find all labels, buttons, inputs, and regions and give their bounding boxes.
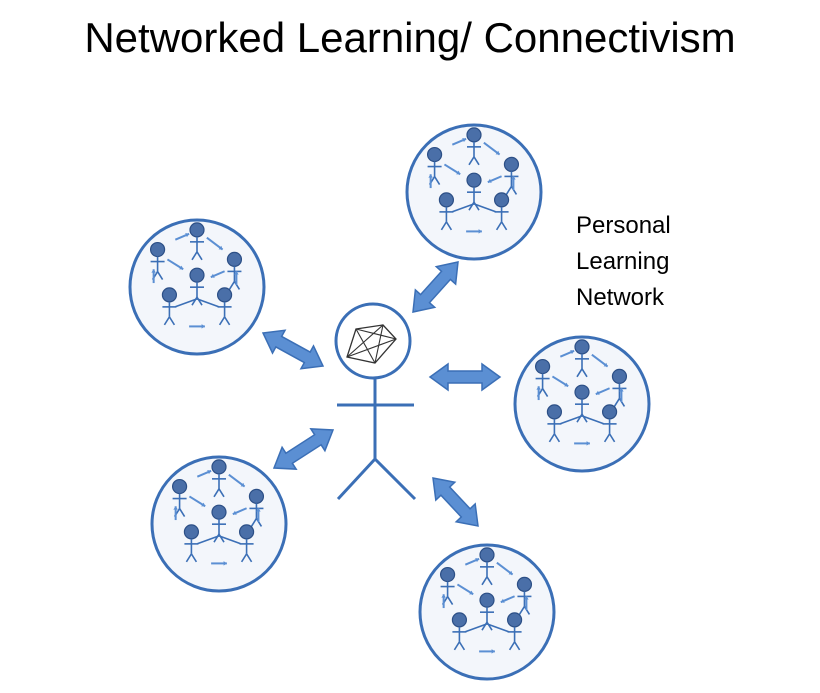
network-member-icon	[611, 368, 628, 407]
personal-learning-network-label: Personal Learning Network	[576, 208, 671, 316]
connection-arrow-icon	[451, 137, 467, 146]
connection-arrow-icon	[173, 506, 178, 521]
network-member-icon	[506, 612, 523, 651]
network-circle-1	[405, 123, 543, 261]
connection-arrow-icon	[511, 176, 516, 191]
connection-arrow-icon	[464, 557, 480, 566]
connection-arrow-icon	[189, 324, 205, 329]
connection-arrow-icon	[166, 258, 184, 271]
connection-arrow-icon	[441, 594, 446, 609]
connection-arrow-icon	[210, 270, 225, 279]
network-circle-5	[418, 543, 556, 681]
connection-arrow-icon	[496, 561, 514, 576]
network-member-icon	[211, 504, 227, 543]
connection-arrow-icon	[591, 353, 609, 368]
double-arrow-4	[272, 427, 335, 471]
network-circle-3	[513, 335, 651, 473]
learner-head	[334, 302, 412, 380]
connection-arrow-icon	[559, 349, 575, 358]
network-circle-4	[150, 455, 288, 593]
label-line-3: Network	[576, 284, 665, 311]
connection-arrow-icon	[188, 495, 206, 508]
connection-arrow-icon	[483, 141, 501, 156]
connection-arrow-icon	[232, 507, 247, 516]
network-member-icon	[238, 524, 255, 563]
network-member-icon	[534, 358, 551, 397]
double-arrow-3	[428, 362, 502, 392]
network-member-icon	[189, 267, 205, 306]
double-arrow-2	[261, 329, 325, 370]
connection-arrow-icon	[174, 232, 190, 241]
network-member-icon	[516, 576, 533, 615]
connection-arrow-icon	[196, 469, 212, 478]
network-member-icon	[226, 251, 243, 290]
network-member-icon	[189, 222, 205, 261]
brain-network-icon	[346, 324, 397, 364]
connection-arrow-icon	[234, 271, 239, 286]
connection-arrow-icon	[487, 175, 502, 184]
connection-arrow-icon	[551, 375, 569, 388]
network-member-icon	[574, 384, 590, 423]
network-member-icon	[216, 287, 233, 326]
network-member-icon	[546, 404, 563, 443]
network-member-icon	[493, 192, 510, 231]
network-circle-2	[128, 218, 266, 356]
connection-arrow-icon	[466, 229, 482, 234]
network-member-icon	[426, 146, 443, 185]
label-line-1: Personal	[576, 212, 671, 239]
connection-arrow-icon	[428, 174, 433, 189]
network-member-icon	[479, 547, 495, 586]
learner-right-leg	[373, 457, 417, 501]
connection-arrow-icon	[500, 595, 515, 604]
connection-arrow-icon	[206, 236, 224, 251]
network-member-icon	[161, 287, 178, 326]
connection-arrow-icon	[228, 473, 246, 488]
network-member-icon	[601, 404, 618, 443]
network-member-icon	[149, 241, 166, 280]
connection-arrow-icon	[211, 561, 227, 566]
connection-arrow-icon	[574, 441, 590, 446]
network-member-icon	[503, 156, 520, 195]
label-line-2: Learning	[576, 248, 670, 275]
learner-left-leg	[336, 457, 377, 501]
connection-arrow-icon	[151, 269, 156, 284]
diagram-title: Networked Learning/ Connectivism	[84, 14, 736, 61]
network-member-icon	[171, 478, 188, 517]
network-member-icon	[439, 566, 456, 605]
network-member-icon	[248, 488, 265, 527]
network-member-icon	[466, 127, 482, 166]
connection-arrow-icon	[256, 508, 261, 523]
connection-arrow-icon	[619, 388, 624, 403]
connection-arrow-icon	[595, 387, 610, 396]
network-member-icon	[574, 339, 590, 378]
connection-arrow-icon	[443, 163, 461, 176]
double-arrow-1	[412, 261, 459, 313]
network-member-icon	[438, 192, 455, 231]
double-arrow-5	[432, 477, 479, 527]
connection-arrow-icon	[536, 386, 541, 401]
central-learner	[334, 302, 417, 501]
connection-arrow-icon	[524, 596, 529, 611]
network-member-icon	[451, 612, 468, 651]
connection-arrow-icon	[456, 583, 474, 596]
network-member-icon	[211, 459, 227, 498]
connection-arrow-icon	[479, 649, 495, 654]
network-member-icon	[183, 524, 200, 563]
